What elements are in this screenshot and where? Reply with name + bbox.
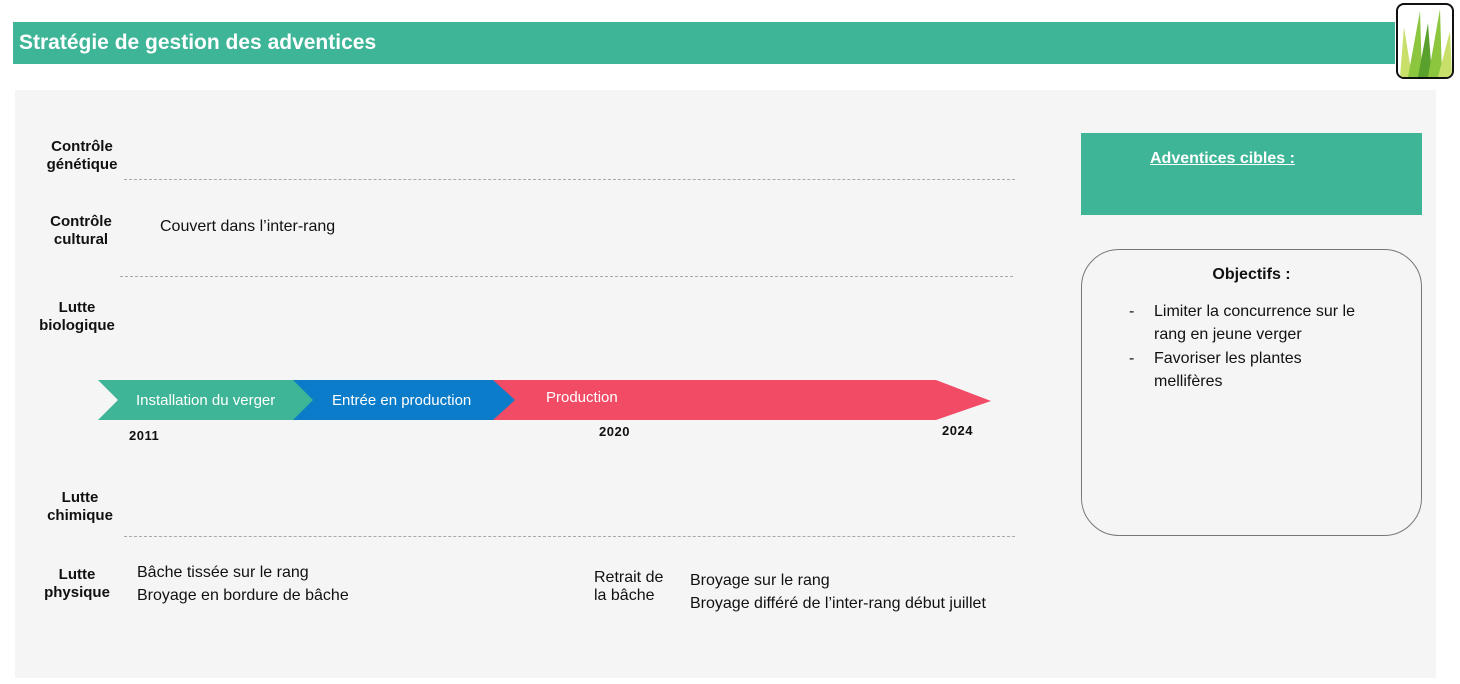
row-label-line: cultural — [53, 231, 109, 248]
year-label: 2020 — [599, 424, 630, 439]
year-label: 2011 — [129, 428, 160, 443]
row-label-line: chimique — [47, 507, 113, 524]
row-label-genetique: Contrôle génétique — [40, 138, 124, 174]
separator — [124, 179, 1015, 180]
physique-text: Broyage sur le rang — [690, 572, 830, 589]
row-label-physique: Lutte physique — [38, 566, 116, 602]
timeline-arrows — [98, 380, 991, 420]
objective-text: Favoriser les plantes mellifères — [1154, 347, 1394, 393]
page-title: Stratégie de gestion des adventices — [19, 31, 377, 54]
phase-label: Production — [546, 389, 618, 406]
phase-installation-arrow — [98, 380, 313, 420]
phase-label: Installation du verger — [136, 392, 276, 409]
cultural-text: Couvert dans l’inter-rang — [160, 218, 336, 235]
physique-text: Broyage différé de l’inter-rang début ju… — [690, 595, 986, 612]
physique-text: Retrait de — [594, 569, 664, 586]
physique-text: Bâche tissée sur le rang — [137, 564, 309, 581]
row-label-cultural: Contrôle cultural — [40, 213, 122, 249]
row-label-line: Contrôle — [51, 138, 113, 155]
objective-line: rang en jeune verger — [1154, 326, 1302, 343]
grass-icon — [1400, 9, 1452, 77]
target-weeds-box: Adventices cibles : — [1081, 133, 1422, 215]
row-label-line: biologique — [39, 317, 115, 334]
target-weeds-title: Adventices cibles : — [1150, 150, 1295, 167]
phase-label: Entrée en production — [332, 392, 472, 409]
row-label-biologique: Lutte biologique — [34, 299, 120, 335]
objective-line: Limiter la concurrence sur le — [1154, 303, 1355, 320]
physique-text: la bâche — [594, 587, 655, 604]
objectives-box: Objectifs : - Limiter la concurrence sur… — [1081, 249, 1422, 536]
bullet-dash: - — [1129, 350, 1135, 367]
logo — [1396, 3, 1454, 79]
phase-production-arrow — [490, 380, 991, 420]
title-bar: Stratégie de gestion des adventices — [13, 22, 1395, 64]
objective-line: Favoriser les plantes — [1154, 350, 1302, 367]
row-label-line: Lutte — [61, 489, 99, 506]
physique-text: Broyage en bordure de bâche — [137, 587, 349, 604]
row-label-line: génétique — [46, 156, 118, 173]
row-label-line: Lutte — [58, 299, 96, 316]
objectives-title: Objectifs : — [1212, 266, 1291, 283]
objective-line: mellifères — [1154, 373, 1223, 390]
separator — [120, 276, 1013, 277]
row-label-line: physique — [44, 584, 110, 601]
separator — [124, 536, 1015, 537]
row-label-line: Contrôle — [50, 213, 112, 230]
row-label-line: Lutte — [58, 566, 96, 583]
year-label: 2024 — [942, 423, 973, 438]
phase-entree-arrow — [288, 380, 515, 420]
timeline: Installation du verger Entrée en product… — [98, 380, 994, 427]
row-label-chimique: Lutte chimique — [40, 489, 120, 525]
objective-text: Limiter la concurrence sur le rang en je… — [1154, 300, 1394, 346]
bullet-dash: - — [1129, 303, 1135, 320]
